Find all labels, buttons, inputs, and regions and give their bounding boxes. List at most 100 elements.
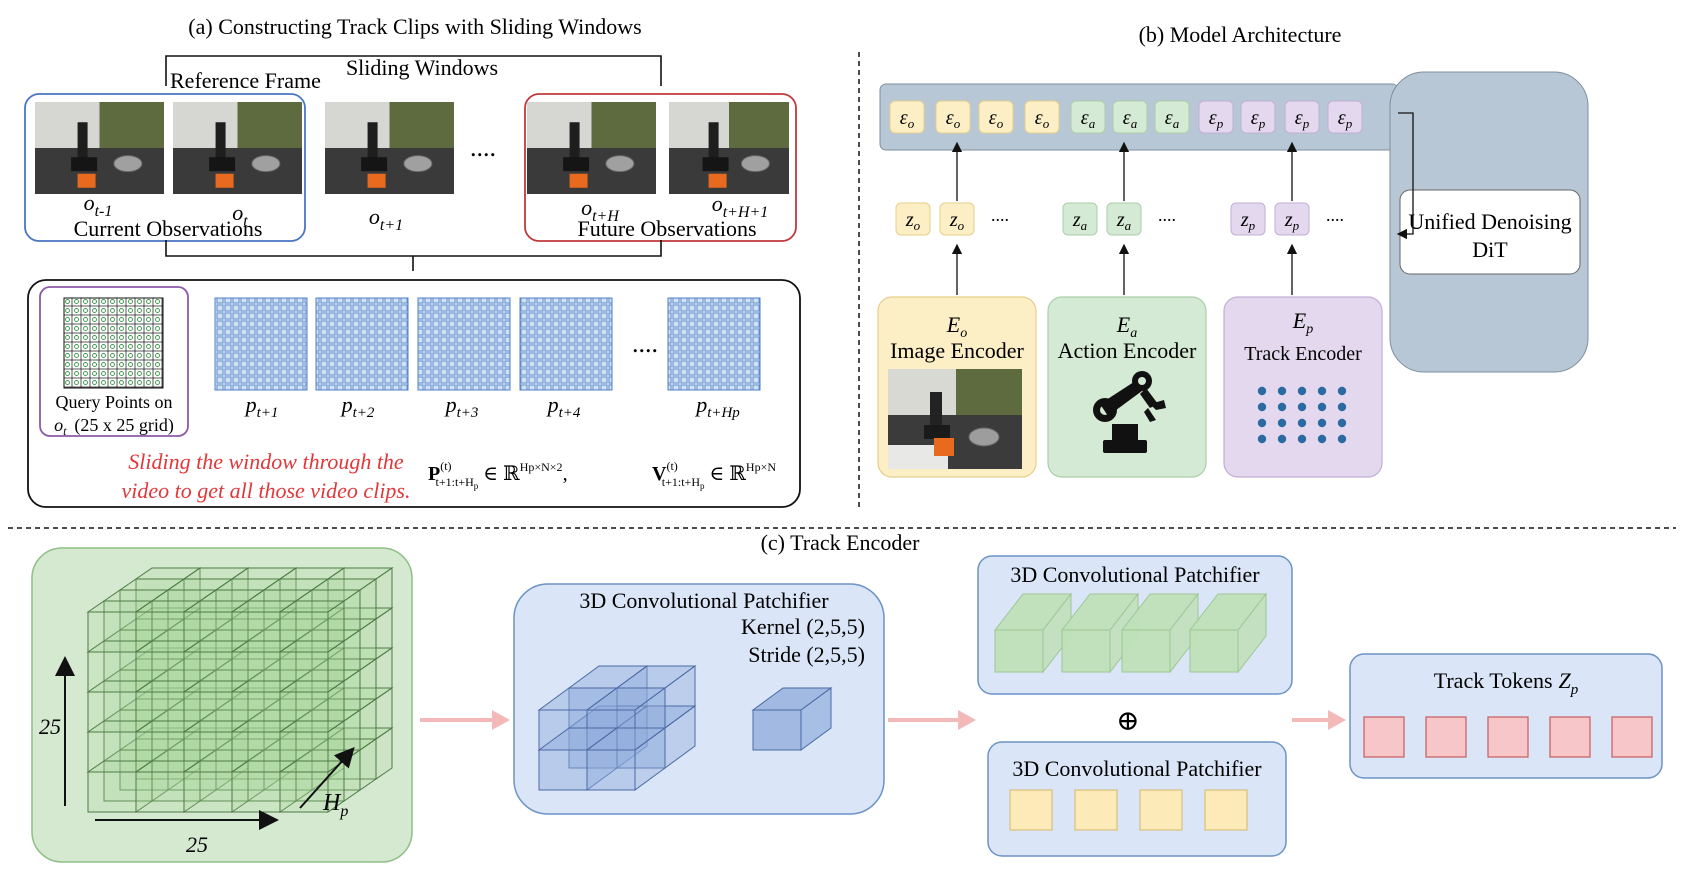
token-a: εa: [1112, 100, 1148, 134]
track-dot: [1317, 418, 1327, 428]
track-ellipsis: ....: [632, 329, 658, 358]
kernel-cube: [751, 687, 833, 751]
svg-text:zo: zo: [949, 209, 965, 233]
volume-cell: [134, 600, 202, 653]
track-dot: [1277, 434, 1287, 444]
bar-to-dit-arrow: [1396, 112, 1414, 240]
query-points-box: [39, 286, 189, 437]
svg-text:εp: εp: [1338, 107, 1353, 131]
action-encoder-symbol: Ea: [1116, 312, 1137, 341]
yellow-squares: [1009, 789, 1248, 831]
equation-v: V(t)t+1:t+Hp∈ ℝHp×N: [652, 459, 776, 491]
latent-p: zp: [1274, 202, 1310, 236]
track-dot: [1317, 402, 1327, 412]
track-grid: [214, 297, 308, 391]
track-dot: [1257, 434, 1267, 444]
track-dot: [1257, 402, 1267, 412]
latent-ellipsis: ....: [991, 205, 1009, 225]
track-token: [1363, 716, 1405, 758]
equation-p: P(t)t+1:t+Hp∈ ℝHp×N×2,: [428, 459, 568, 491]
stride-label: Stride (2,5,5): [748, 642, 865, 667]
patch-cell: [585, 727, 667, 791]
frame-label: ot+H: [581, 195, 620, 225]
frame-label: ot-1: [84, 190, 113, 220]
green-prism: [1188, 592, 1268, 674]
latent-ellipsis: ....: [1326, 205, 1344, 225]
track-token: [1549, 716, 1591, 758]
track-grid: [519, 297, 613, 391]
volume-cell: [86, 600, 154, 653]
track-dot: [1317, 386, 1327, 396]
track-dot: [1297, 418, 1307, 428]
yellow-patch: [1139, 789, 1183, 831]
section-a-title: (a) Constructing Track Clips with Slidin…: [188, 14, 641, 39]
future-observations-label: Future Observations: [577, 216, 756, 241]
latent-arrows: [951, 141, 1298, 295]
track-token: [1425, 716, 1467, 758]
volume-cell: [166, 578, 234, 631]
axis-width-label: 25: [186, 832, 208, 857]
reference-frame-label: Reference Frame: [170, 68, 321, 93]
latent-o: zo: [939, 202, 975, 236]
token-p: εp: [1198, 100, 1234, 134]
track-grid: [417, 297, 511, 391]
track-label: pt+1: [244, 392, 279, 421]
yellow-patch: [1204, 789, 1248, 831]
svg-text:εo: εo: [989, 107, 1004, 131]
svg-text:εa: εa: [1081, 107, 1096, 131]
volume-cell: [182, 640, 250, 693]
volume-cell: [182, 760, 250, 813]
track-dot: [1257, 386, 1267, 396]
latent-a: za: [1062, 202, 1098, 236]
svg-text:εp: εp: [1251, 107, 1266, 131]
svg-text:εo: εo: [1035, 107, 1050, 131]
section-b-title: (b) Model Architecture: [1139, 22, 1342, 47]
green-prism: [993, 592, 1073, 674]
flow-arrow-3: [1292, 710, 1346, 730]
green-prisms: [993, 592, 1268, 674]
svg-text:za: za: [1072, 209, 1088, 233]
sliding-windows-label: Sliding Windows: [346, 55, 498, 80]
robot-photo-icon: [888, 369, 1022, 469]
token-o: εo: [978, 100, 1014, 134]
track-dot: [1257, 418, 1267, 428]
axis-height-label: 25: [39, 714, 61, 739]
current-observations-box: [24, 93, 306, 242]
track-dot: [1277, 386, 1287, 396]
volume-cell: [278, 720, 346, 773]
volume-cell: [278, 760, 346, 813]
patchifier-title: 3D Convolutional Patchifier: [579, 588, 829, 613]
track-dot: [1337, 418, 1347, 428]
token-o: εo: [1024, 100, 1060, 134]
track-clips-panel: [27, 279, 801, 508]
clip-bracket: [165, 240, 662, 271]
plus-symbol: ⊕: [1116, 706, 1139, 737]
query-points-grid: [63, 297, 164, 389]
track-dot: [1297, 434, 1307, 444]
image-encoder-symbol: Eo: [946, 312, 967, 341]
frame-photo: [35, 102, 164, 194]
patch-cell: [537, 687, 619, 751]
track-label: pt+Hp: [694, 392, 740, 421]
yellow-patch: [1009, 789, 1053, 831]
dit-label-line2: DiT: [1472, 237, 1508, 262]
volume-cell: [182, 720, 250, 773]
green-prism: [1120, 592, 1200, 674]
volume-cell: [134, 640, 202, 693]
volume-cell: [134, 760, 202, 813]
image-encoder-label: Image Encoder: [890, 338, 1024, 363]
svg-text:zo: zo: [905, 209, 921, 233]
patch-cubes: [537, 665, 697, 791]
token-p: εp: [1240, 100, 1276, 134]
patchifier-top-title: 3D Convolutional Patchifier: [1010, 562, 1260, 587]
dit-label-line1: Unified Denoising: [1408, 209, 1571, 234]
track-label: pt+4: [546, 392, 581, 421]
volume-cell: [182, 600, 250, 653]
svg-text:εo: εo: [946, 107, 961, 131]
svg-text:zp: zp: [1284, 209, 1300, 233]
patch-cell: [615, 705, 697, 769]
query-points-label-line2: ot(25 x 25 grid): [54, 415, 174, 438]
